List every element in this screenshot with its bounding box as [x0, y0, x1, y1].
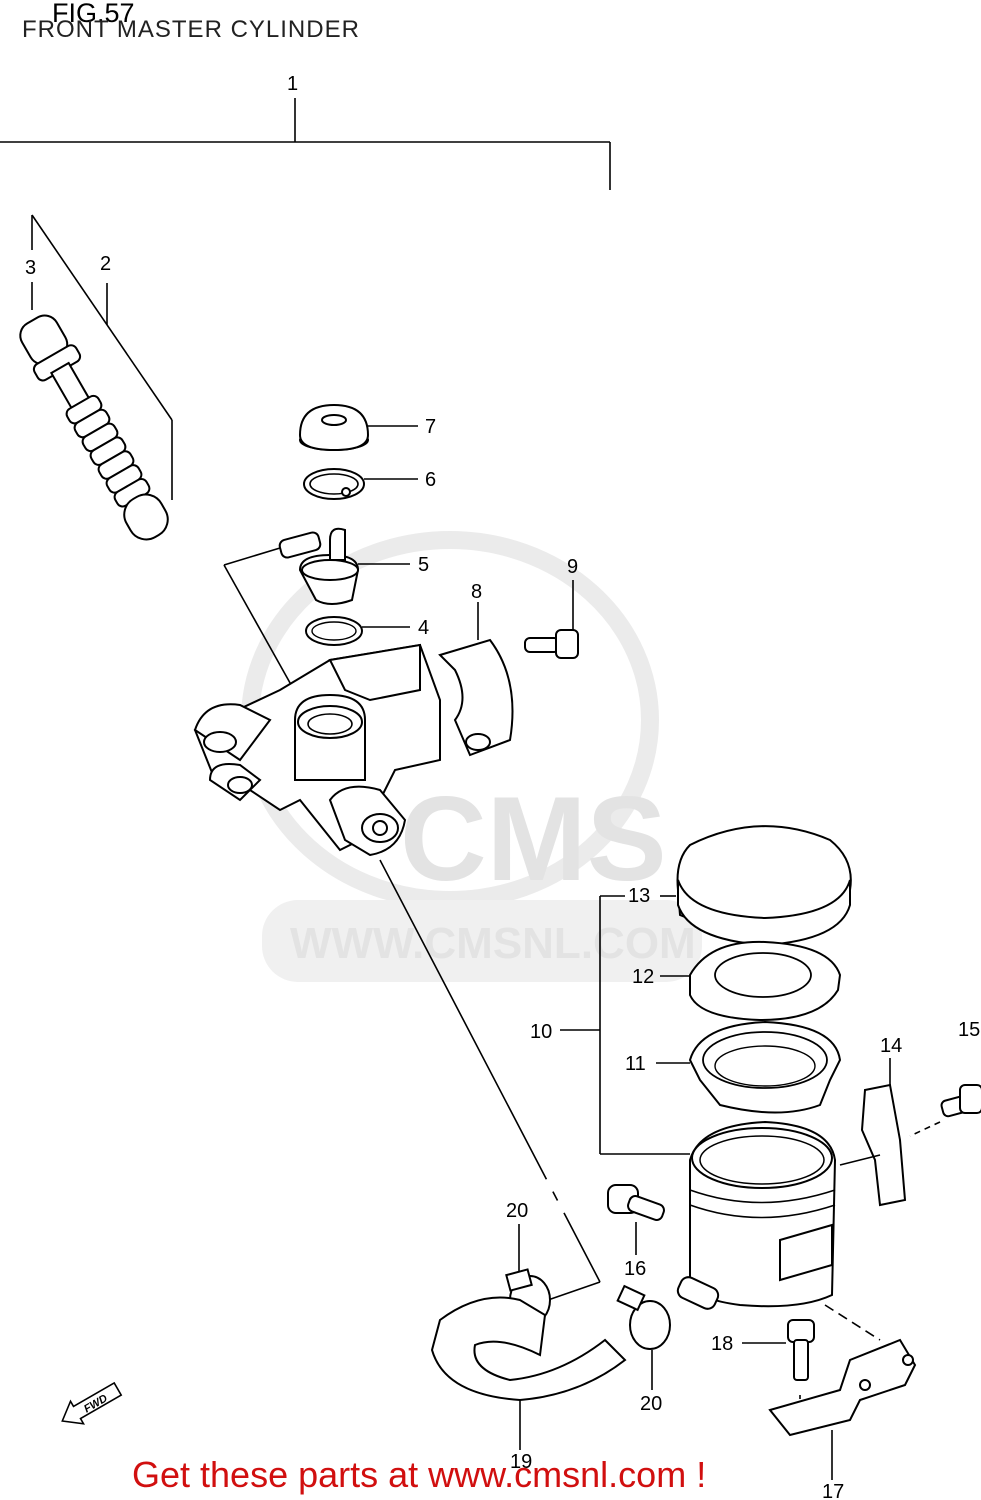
- plate-12: [660, 940, 842, 1022]
- callout-20b: 20: [640, 1393, 662, 1415]
- fwd-label: FWD: [82, 1392, 110, 1415]
- boot-7: [298, 403, 418, 452]
- figure-title: FRONT MASTER CYLINDER: [22, 16, 360, 43]
- callout-7: 7: [425, 416, 436, 438]
- bolt-9: [524, 580, 579, 659]
- bracket-17: [768, 1338, 917, 1480]
- diaphragm-11: [656, 1020, 842, 1114]
- hose-19: [430, 1296, 627, 1450]
- callout-19: 19: [510, 1451, 532, 1473]
- callout-2: 2: [100, 253, 111, 275]
- callout-4: 4: [418, 617, 429, 639]
- clamp-20b: [616, 1284, 671, 1390]
- callout-10: 10: [530, 1021, 552, 1043]
- fwd-arrow-icon: FWD: [61, 1381, 123, 1425]
- callout-1: 1: [287, 73, 298, 95]
- callout-labels: 1 2 3 4 5 6 7 8 9 10 11 12 13 14 15 16 1…: [25, 73, 980, 1500]
- footer-link[interactable]: Get these parts at www.cmsnl.com !: [132, 1454, 707, 1495]
- callout-3: 3: [25, 257, 36, 279]
- figure-number: FIG.57: [52, 0, 135, 28]
- callout-6: 6: [425, 469, 436, 491]
- callout-5: 5: [418, 554, 429, 576]
- callout-18: 18: [711, 1333, 733, 1355]
- master-cylinder-body: [193, 643, 441, 857]
- bolt-15: [909, 1084, 981, 1137]
- connector-5: [223, 527, 410, 691]
- callout-13: 13: [628, 885, 650, 907]
- hose-route-line: [379, 859, 601, 1283]
- bolt-18: [742, 1304, 881, 1410]
- callout-15: 15: [958, 1019, 980, 1041]
- callout-20a: 20: [506, 1200, 528, 1222]
- bracket-14: [839, 1058, 907, 1207]
- callout-8: 8: [471, 581, 482, 603]
- watermark-url: WWW.CMSNL.COM: [290, 919, 696, 968]
- callout-11: 11: [625, 1053, 646, 1075]
- callout-9: 9: [567, 556, 578, 578]
- reservoir-body: [676, 1120, 837, 1310]
- cap-13: [660, 825, 852, 947]
- bolt-16: [607, 1184, 665, 1255]
- watermark: CMS WWW.CMSNL.COM: [241, 531, 702, 982]
- callout-14: 14: [880, 1035, 902, 1057]
- bracket-1: [0, 98, 611, 190]
- callout-16: 16: [624, 1258, 646, 1280]
- clamp-8: [438, 602, 514, 757]
- o-ring-4: [305, 616, 410, 646]
- piston-assembly: [19, 214, 173, 541]
- circlip-6: [303, 468, 418, 500]
- bracket-10: [560, 895, 690, 1155]
- callout-17: 17: [822, 1481, 844, 1500]
- callout-12: 12: [632, 966, 654, 988]
- watermark-brand: CMS: [400, 772, 667, 906]
